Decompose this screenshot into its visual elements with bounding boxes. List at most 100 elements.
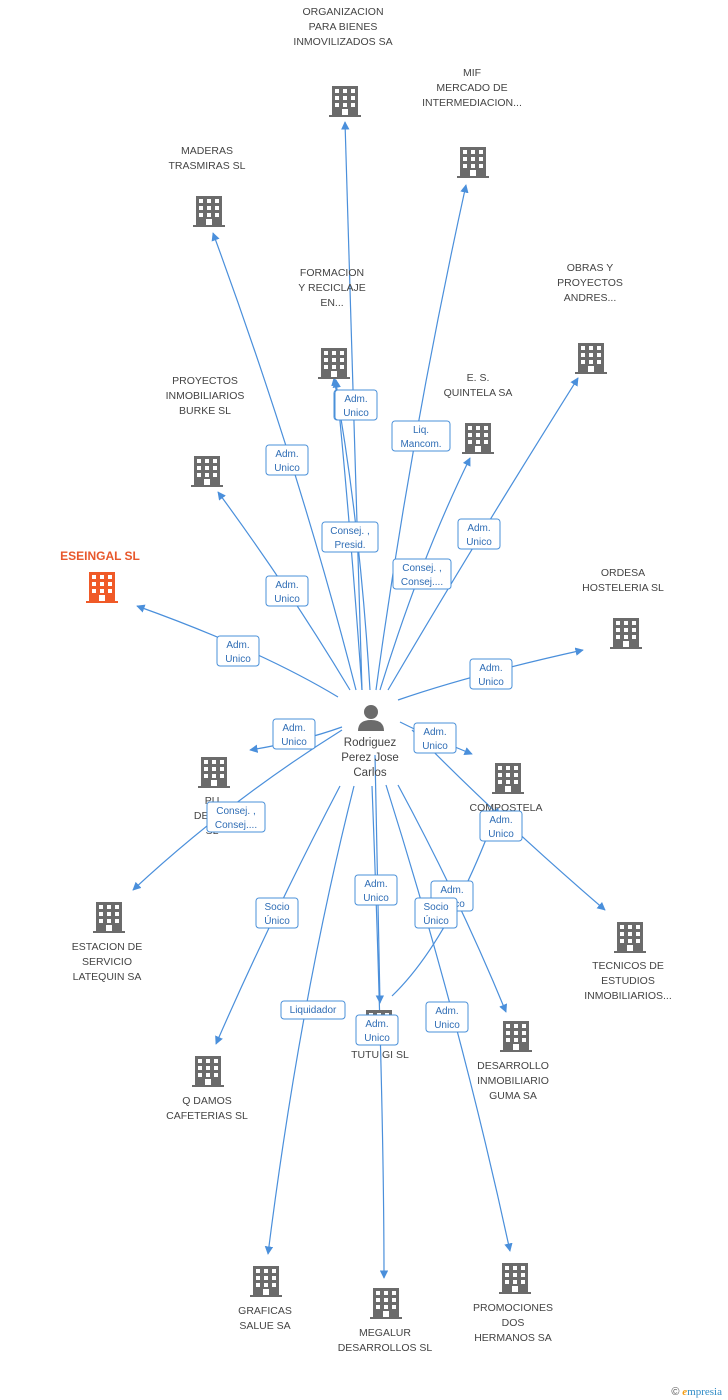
company-name: LATEQUIN SA (73, 971, 142, 983)
company-node-graficas[interactable]: GRAFICAS SALUE SA (238, 1266, 292, 1332)
edge-label-tutugi[interactable]: Adm.Unico (354, 874, 398, 906)
edge-label-burke[interactable]: Adm.Unico (265, 575, 309, 607)
company-name: ESEINGAL SL (60, 549, 140, 563)
company-name: BURKE SL (179, 405, 231, 417)
edge-label-maderas[interactable]: Adm.Unico (265, 444, 309, 476)
company-name: OBRAS Y (567, 262, 614, 274)
edge-label-box (216, 635, 260, 667)
company-node-eseingal[interactable]: ESEINGAL SL (60, 549, 140, 603)
company-name: CAFETERIAS SL (166, 1110, 248, 1122)
company-name: GUMA SA (489, 1090, 537, 1102)
edge-label-text: Liq. (413, 425, 429, 436)
building-icon (193, 196, 225, 227)
edge-label-box (355, 1014, 399, 1046)
company-name: MADERAS (181, 145, 233, 157)
building-icon (610, 618, 642, 649)
edge-label-tecnicos[interactable]: Adm.Unico (479, 810, 523, 842)
edge-label-text: Adm. (423, 727, 446, 738)
edge-label-compostela[interactable]: Adm.Unico (413, 722, 457, 754)
company-name: INMOBILIARIOS (166, 390, 245, 402)
edge-label-eseingal[interactable]: Adm.Unico (216, 635, 260, 667)
building-icon (93, 902, 125, 933)
edge-label-text: Consej.... (215, 820, 257, 831)
edge-label-graficas[interactable]: Liquidador (280, 1000, 346, 1020)
company-name: HOSTELERIA SL (582, 582, 664, 594)
edge-label-estacion[interactable]: Consej. , Consej.... (206, 801, 266, 833)
building-icon (462, 423, 494, 454)
company-node-tutugi[interactable]: TUTU GI SL (351, 1010, 409, 1061)
edge-line-megalur (371, 785, 389, 1279)
edge-label-promociones[interactable]: Adm. Unico (425, 1001, 469, 1033)
company-name: SALUE SA (239, 1320, 290, 1332)
company-name: MIF (463, 67, 481, 79)
edge-label-obras[interactable]: Adm.Unico (457, 518, 501, 550)
company-name: GRAFICAS (238, 1305, 292, 1317)
edge-label-text: Liquidador (290, 1005, 337, 1016)
edge-label-box (457, 518, 501, 550)
company-name: Y RECICLAJE (298, 282, 366, 294)
company-node-obras[interactable]: OBRAS YPROYECTOSANDRES... (557, 262, 623, 374)
edge-label-box (413, 722, 457, 754)
edge-label-text: Adm. (467, 523, 490, 534)
company-name: DESARROLLO (477, 1060, 549, 1072)
company-name: DESARROLLOS SL (338, 1342, 433, 1354)
company-name: PROMOCIONES (473, 1302, 553, 1314)
edge-label-es-quintela[interactable]: Consej. ,Consej.... (392, 558, 452, 590)
building-icon (575, 343, 607, 374)
edge-label-ordesa[interactable]: Adm.Unico (469, 658, 513, 690)
edge-label-text: Adm. (489, 815, 512, 826)
edge-label-pu-desar[interactable]: Adm.Unico (272, 718, 316, 750)
company-name: E. S. (467, 372, 490, 384)
edge-label-text: Unico (225, 654, 251, 665)
edge-label-text: Adm. (344, 394, 367, 405)
person-name: Carlos (353, 767, 386, 779)
building-icon (318, 348, 350, 379)
edge-label-text: Mancom. (400, 439, 441, 450)
company-name: FORMACION (300, 267, 364, 279)
edge-label-box (354, 874, 398, 906)
edge-label-box (391, 420, 451, 452)
company-name: INMOVILIZADOS SA (293, 36, 392, 48)
brand-logo-text: mpresia (687, 1386, 722, 1398)
building-icon (370, 1288, 402, 1319)
edge-label-megalur[interactable]: Adm.Unico (355, 1014, 399, 1046)
edge-label-text: Consej. , (330, 526, 369, 537)
company-node-es-quintela[interactable]: E. S.QUINTELA SA (444, 372, 513, 454)
building-icon (500, 1021, 532, 1052)
edge-label-text: Adm. (365, 1019, 388, 1030)
edge-label-box (469, 658, 513, 690)
building-icon (492, 763, 524, 794)
edge-label-text: Unico (434, 1020, 460, 1031)
edge-label-text: Adm. (435, 1006, 458, 1017)
company-name: SERVICIO (82, 956, 132, 968)
building-icon (192, 1056, 224, 1087)
company-name: ESTUDIOS (601, 975, 655, 987)
edge-label-text: Consej. , (216, 806, 255, 817)
edge-label-formacion[interactable]: Adm.Unico (334, 389, 378, 421)
edge-label-text: Único (264, 914, 290, 927)
company-name: ANDRES... (564, 292, 617, 304)
edge-label-formacion[interactable]: Consej. ,Presid. (321, 521, 379, 553)
edge-label-mif[interactable]: Liq. Mancom. (391, 420, 451, 452)
copyright-footer[interactable]: © empresia (671, 1386, 722, 1398)
edge-label-text: Unico (281, 737, 307, 748)
company-node-tecnicos[interactable]: TECNICOS DEESTUDIOSINMOBILIARIOS... (584, 922, 672, 1002)
edge-label-text: Socio (264, 902, 289, 913)
edge-label-text: Unico (363, 893, 389, 904)
